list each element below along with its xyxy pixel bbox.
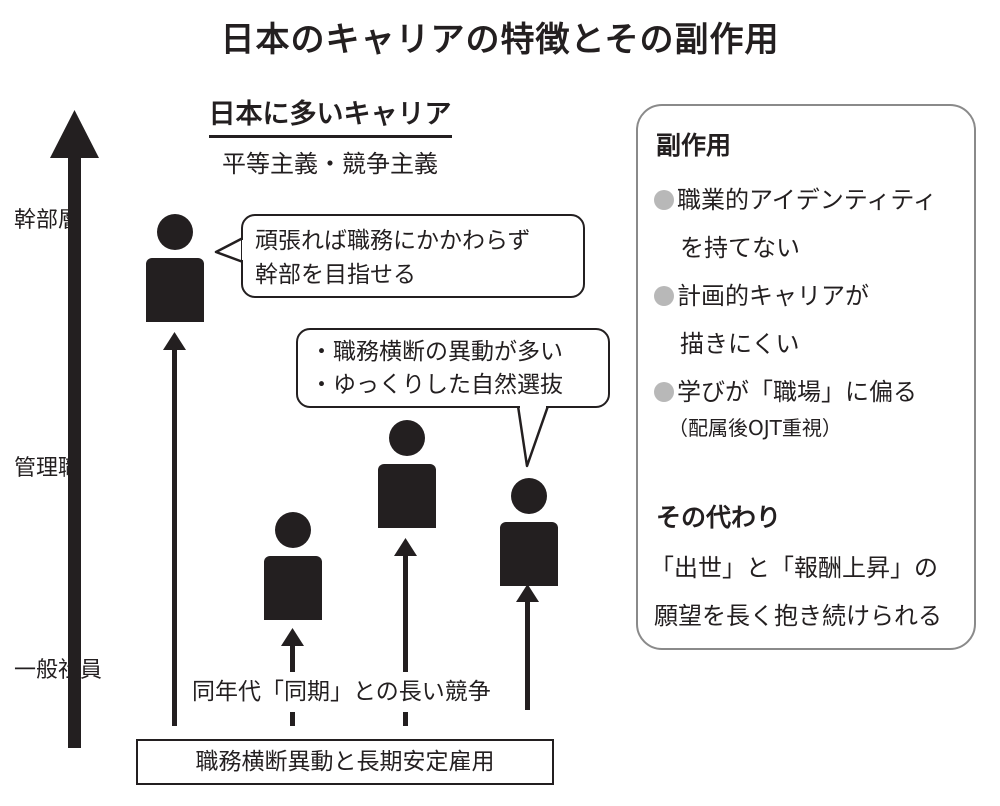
instead-line2: 願望を長く抱き続けられる (654, 602, 942, 630)
side-effect-item-2: 計画的キャリアが (654, 276, 869, 311)
career-subheading: 平等主義・競争主義 (222, 150, 438, 178)
bubble-executive-line2: 幹部を目指せる (255, 262, 416, 288)
main-axis-arrow (50, 110, 99, 748)
bubble-executive-line1: 頑張れば職務にかかわらず (255, 228, 531, 254)
side-effect-2-line2: 描きにくい (680, 330, 800, 358)
side-effects-heading: 副作用 (656, 131, 732, 160)
bubble-rotation-line1: ・職務横断の異動が多い (310, 339, 563, 365)
instead-line1: 「出世」と「報酬上昇」の (650, 554, 938, 582)
bubble-rotation-line2: ・ゆっくりした自然選抜 (310, 372, 563, 398)
side-effect-1-line2: を持てない (680, 234, 800, 262)
speech-bubble-executive: 頑張れば職務にかかわらず 幹部を目指せる (241, 214, 585, 298)
side-effect-3-note: （配属後OJT重視） (668, 416, 842, 440)
arrow-to-person-3 (394, 538, 417, 726)
instead-heading: その代わり (656, 503, 782, 532)
person-4-icon (500, 478, 558, 586)
bullet-icon (654, 382, 674, 402)
side-effect-2-line1: 計画的キャリアが (677, 282, 869, 310)
side-effect-item-3: 学びが「職場」に偏る (654, 372, 917, 407)
person-executive-icon (146, 214, 204, 322)
bubble-top-tail-join (242, 240, 246, 260)
person-3-icon (378, 420, 436, 528)
main-title: 日本のキャリアの特徴とその副作用 (220, 20, 780, 60)
bullet-icon (654, 190, 674, 210)
bubble-mid-tail (516, 404, 550, 468)
bullet-icon (654, 286, 674, 306)
bubble-mid-tail-join (520, 403, 546, 408)
side-effects-panel: 副作用 職業的アイデンティティ を持てない 計画的キャリアが 描きにくい 学びが… (636, 104, 976, 650)
career-heading-wrap: 日本に多いキャリア (180, 92, 480, 138)
side-effect-1-line1: 職業的アイデンティティ (677, 186, 937, 214)
rotation-employment-box: 職務横断異動と長期安定雇用 (136, 739, 554, 785)
side-effect-3-line1: 学びが「職場」に偏る (677, 378, 917, 406)
career-heading: 日本に多いキャリア (208, 92, 452, 138)
speech-bubble-rotation: ・職務横断の異動が多い ・ゆっくりした自然選抜 (296, 328, 610, 408)
arrow-to-person-4 (516, 584, 539, 710)
level-staff-label: 一般社員 (14, 658, 103, 683)
person-2-icon (264, 512, 322, 620)
arrow-to-executive (163, 332, 186, 726)
side-effect-item-1: 職業的アイデンティティ (654, 180, 937, 215)
same-age-competition-label: 同年代「同期」との長い競争 (186, 672, 497, 712)
bubble-top-tail (214, 236, 245, 264)
